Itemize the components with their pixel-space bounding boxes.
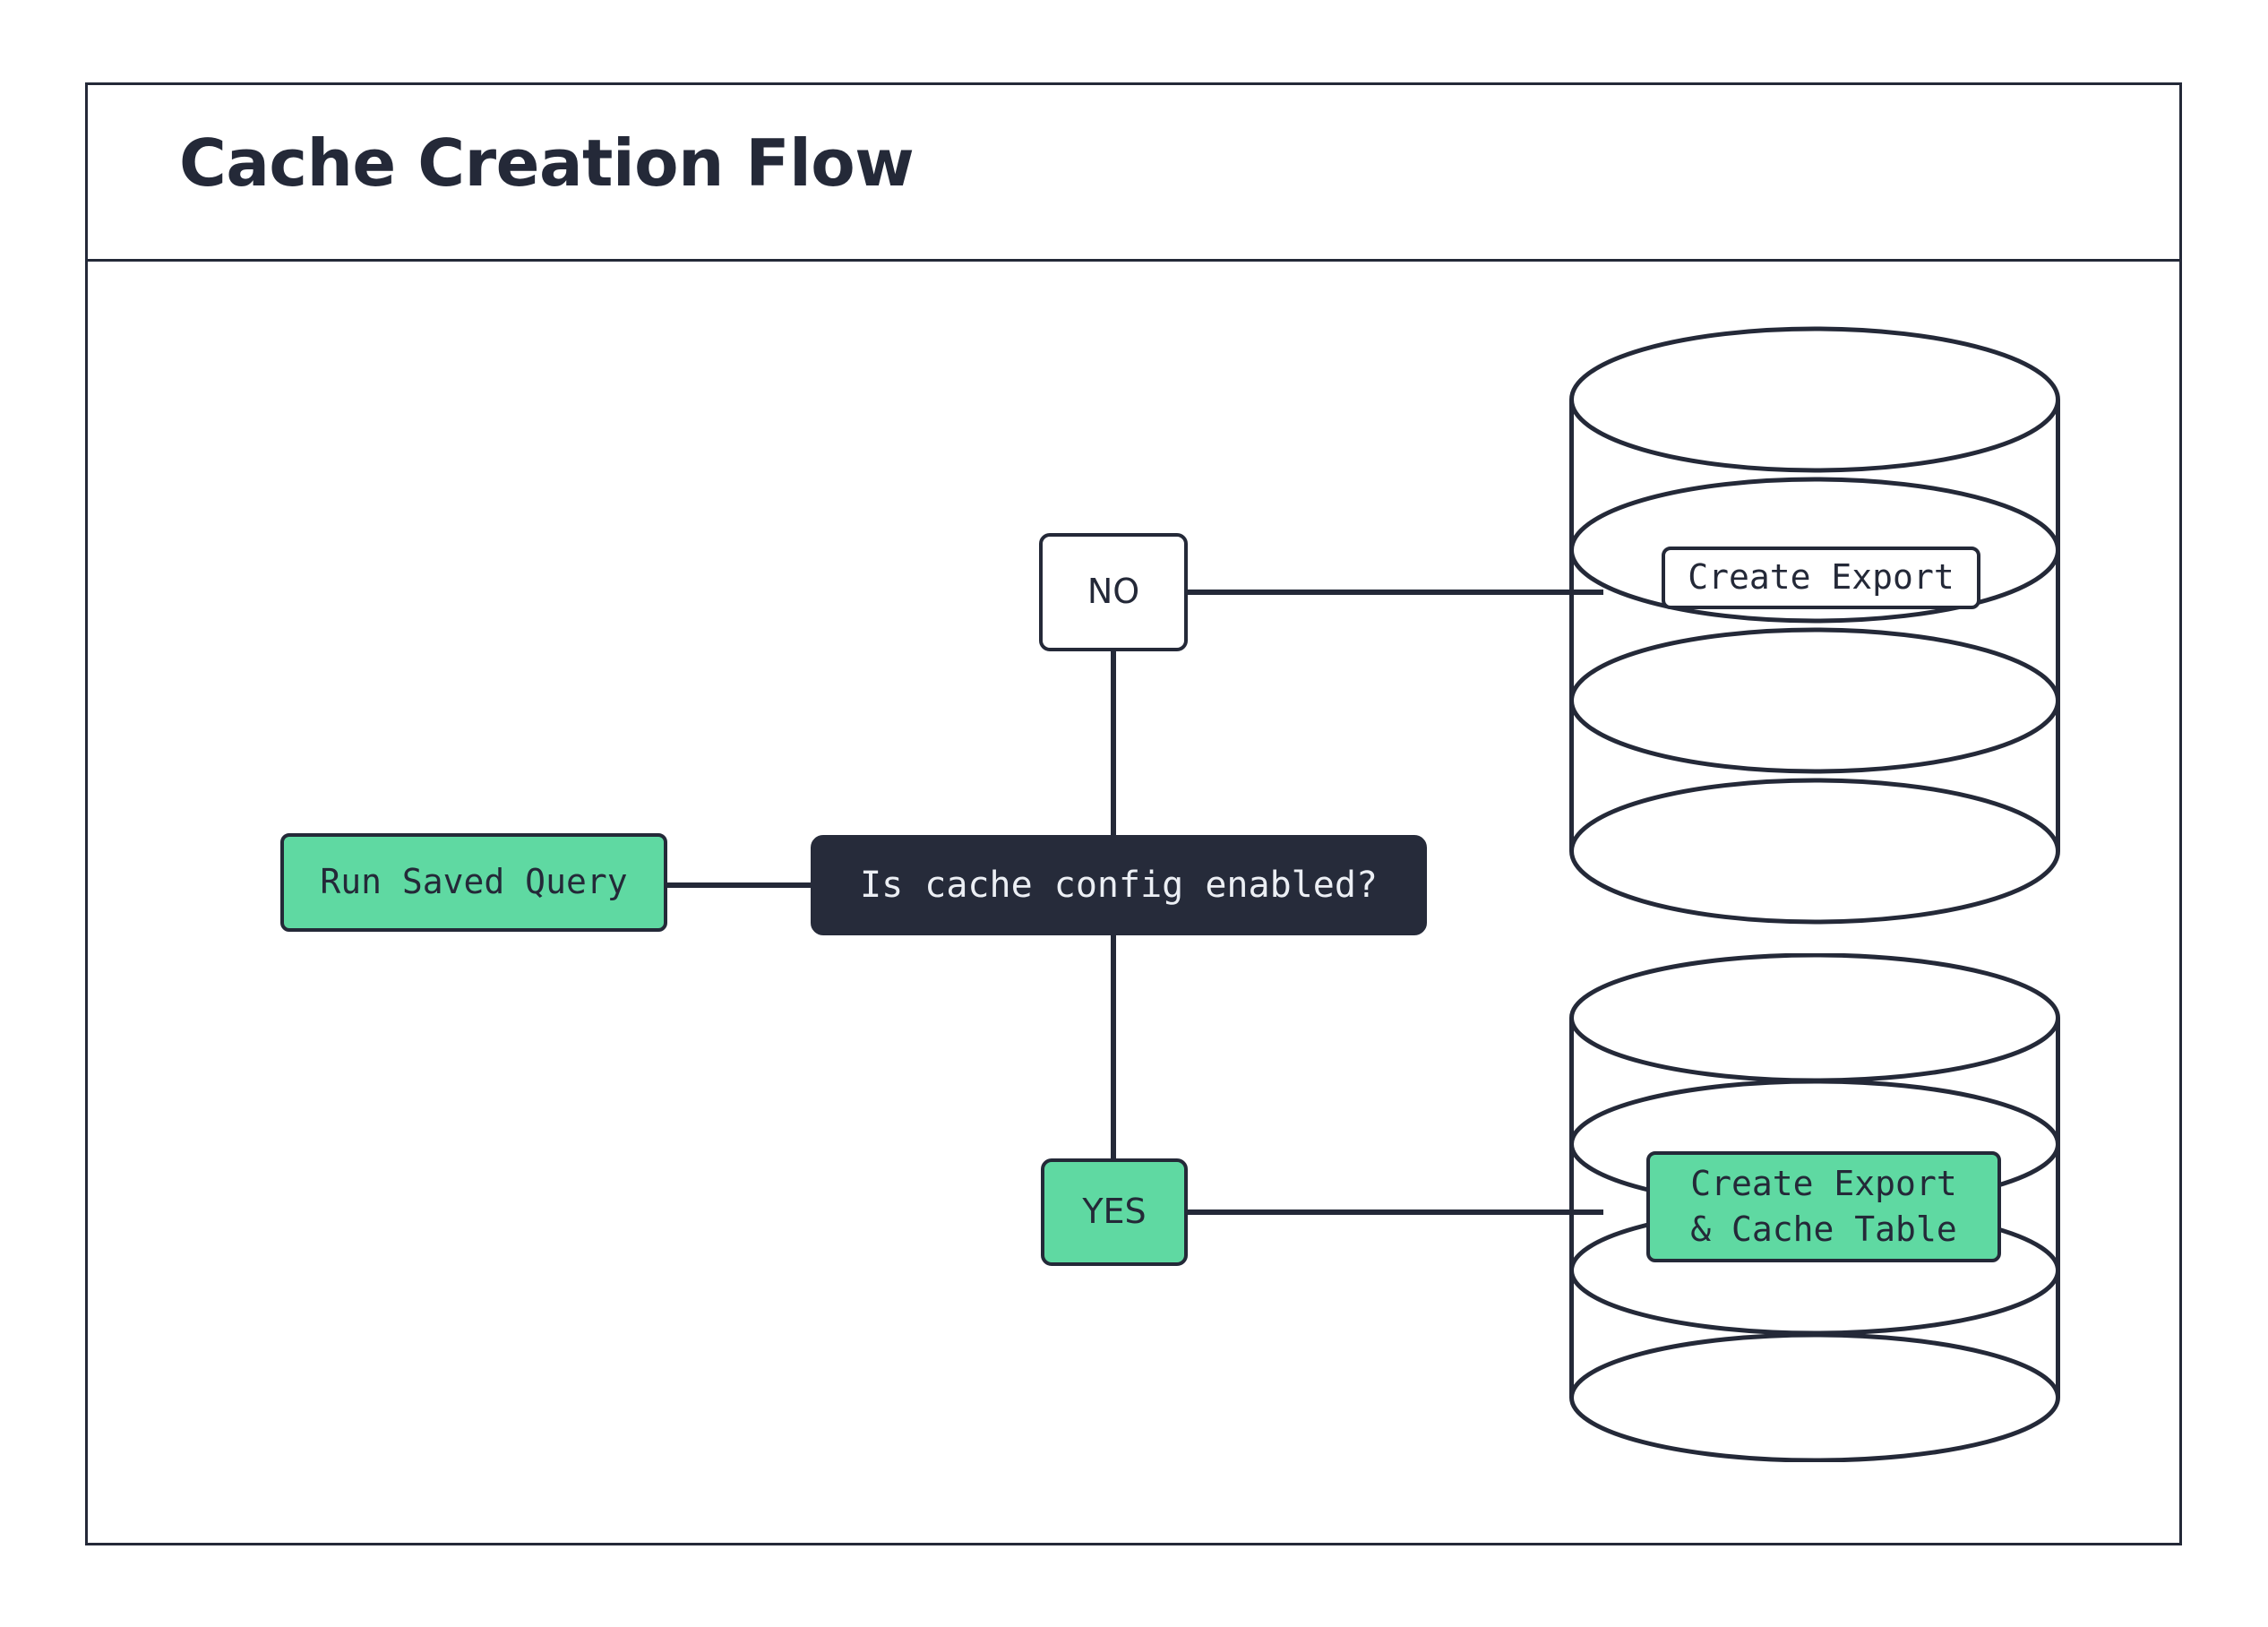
diagram-header-bar — [85, 82, 2182, 262]
edge-label-no[interactable]: NO — [1039, 533, 1188, 651]
cylinder-shape — [1569, 326, 2060, 925]
edge-label-yes[interactable]: YES — [1041, 1158, 1188, 1266]
page-title: Cache Creation Flow — [179, 125, 915, 201]
node-is-cache-config-enabled[interactable]: Is cache config enabled? — [811, 835, 1427, 935]
database-label-create-export[interactable]: Create Export — [1662, 547, 1980, 609]
database-label-create-export-cache-table[interactable]: Create Export & Cache Table — [1646, 1151, 2001, 1262]
node-run-saved-query[interactable]: Run Saved Query — [280, 833, 667, 932]
database-cylinder-create-export[interactable] — [1569, 326, 2060, 925]
